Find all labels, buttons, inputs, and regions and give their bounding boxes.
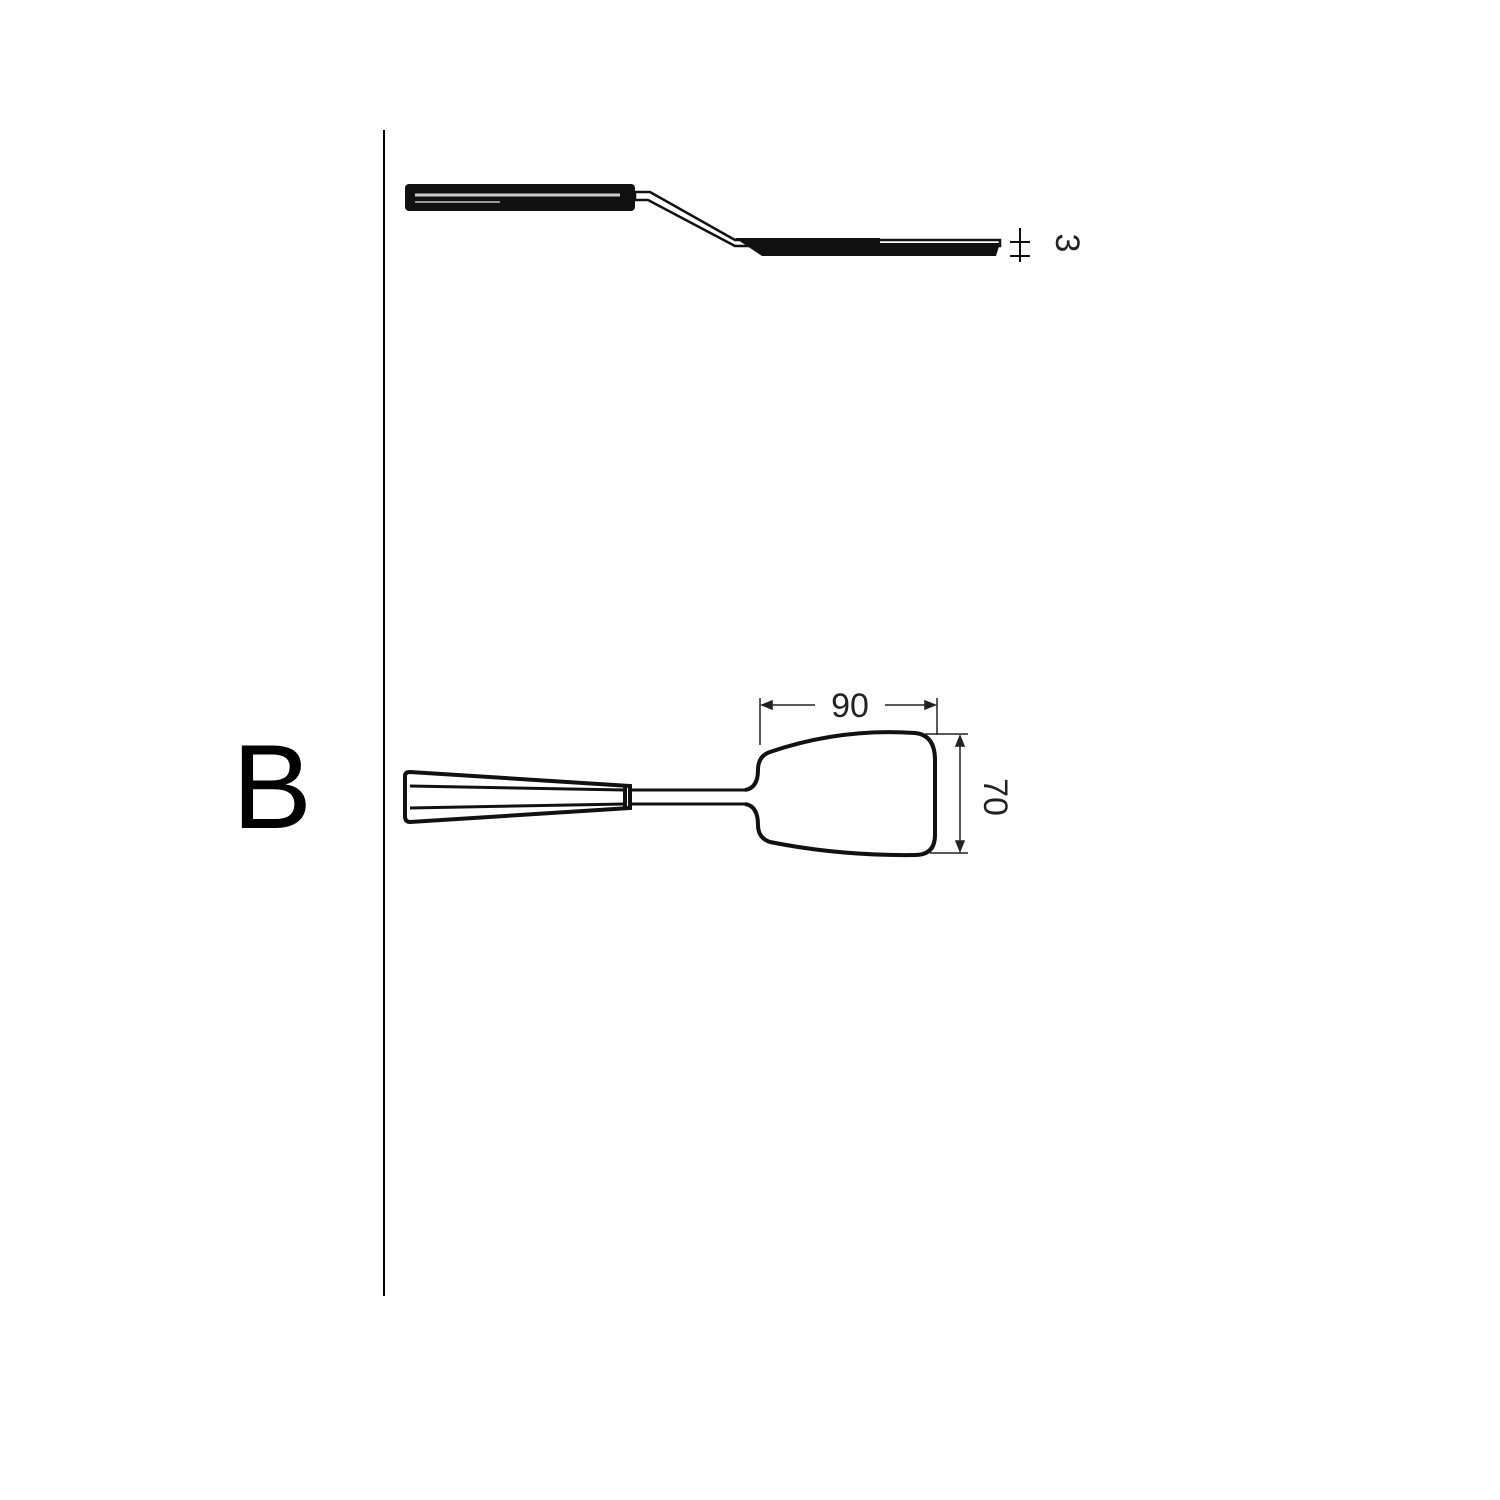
- side-blade: [735, 238, 1000, 256]
- width-dimension: [759, 698, 938, 745]
- panel-label: B: [232, 720, 312, 854]
- side-view: 3: [405, 184, 1086, 262]
- thickness-dimension: [1010, 228, 1030, 262]
- thickness-label: 3: [1048, 234, 1086, 253]
- side-shaft: [633, 190, 1002, 248]
- top-blade: [744, 730, 937, 858]
- side-handle: [405, 184, 635, 211]
- width-label: 90: [831, 687, 869, 725]
- top-handle: [403, 769, 632, 825]
- height-dimension: [925, 733, 968, 854]
- height-label: 70: [976, 778, 1014, 816]
- top-view: 90 70: [403, 687, 1014, 858]
